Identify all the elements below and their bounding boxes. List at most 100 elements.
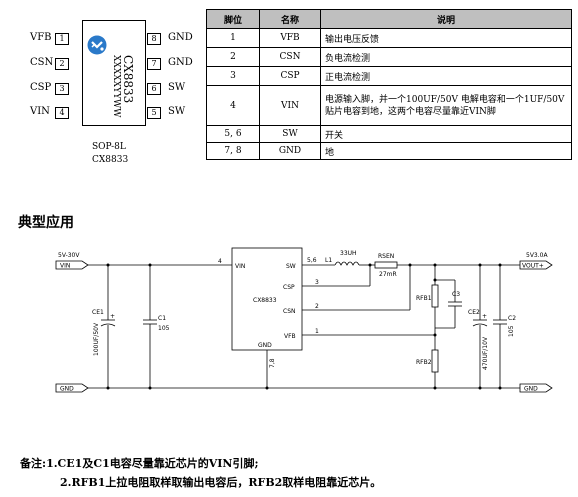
rsen-value: 27mR: [379, 271, 397, 278]
cell-desc: 电源输入脚，并一个100UF/50V 电解电容和一个1UF/50V贴片电容到地，…: [320, 85, 572, 126]
ce1-label: CE1: [92, 309, 104, 316]
ic-pin-vfb: VFB: [284, 333, 296, 340]
resistor-rfb1: [431, 284, 439, 308]
chip-mark-line2: XXXXXYYWW: [111, 55, 121, 118]
l1-label: L1: [325, 257, 332, 264]
cell-desc: 开关: [320, 125, 572, 143]
note-2: 2.RFB1上拉电阻取样取输出电容后，RFB2取样电阻靠近芯片。: [60, 476, 382, 489]
table-row: 7, 8 GND 地: [206, 142, 572, 160]
vin-range-label: 5V-30V: [58, 252, 80, 259]
c1-value: 105: [158, 325, 170, 332]
application-circuit: 5V-30V VIN GND 5V3.0A VOUT+ GND CE1 + 10…: [55, 247, 553, 393]
pin-label-vin: VIN: [30, 106, 50, 117]
cell-name: CSP: [259, 66, 321, 86]
ic-pin-num-1: 1: [315, 328, 319, 335]
l1-value: 33UH: [340, 250, 357, 257]
cell-pin: 3: [206, 66, 260, 86]
pin-table-header: 脚位 名称 说明: [206, 9, 572, 29]
chip-part: CX8833: [92, 155, 129, 165]
vout-port-label: VOUT+: [522, 263, 544, 270]
rfb2-label: RFB2: [416, 359, 432, 366]
cell-desc: 输出电压反馈: [320, 28, 572, 48]
ic-pin-num-78: 7,8: [269, 358, 276, 368]
ce2-plus: +: [482, 313, 487, 320]
ce2-label: CE2: [468, 309, 480, 316]
ic-pin-num-4: 4: [218, 258, 222, 265]
chip-logo-icon: [87, 35, 107, 55]
ic-pin-num-56: 5,6: [307, 257, 317, 264]
pin-num-4: 4: [55, 107, 69, 119]
gnd-right-label: GND: [524, 386, 538, 393]
pin-num-6: 6: [147, 83, 161, 95]
pin-label-csn: CSN: [30, 57, 54, 68]
pin-num-1: 1: [55, 33, 69, 45]
resistor-rfb2: [431, 349, 439, 373]
pin-num-8: 8: [147, 33, 161, 45]
ce1-value: 100UF/50V: [93, 322, 100, 356]
ic-pin-num-3: 3: [315, 279, 319, 286]
notes-label: 备注:: [20, 457, 47, 470]
pin-table: 脚位 名称 说明 1 VFB 输出电压反馈 2 CSN 负电流检测 3 CSP …: [206, 9, 572, 160]
c3-label: C3: [452, 291, 460, 298]
ce2-value: 470UF/10V: [482, 336, 489, 370]
chip-mark-line1: CX8833: [121, 55, 135, 104]
notes-line1: 备注:1.CE1及C1电容尽量靠近芯片的VIN引脚;: [20, 455, 259, 471]
ic-pin-gnd: GND: [258, 342, 272, 349]
rsen-label: RSEN: [378, 253, 394, 260]
pin-label-sw-6: SW: [168, 82, 186, 93]
pin-num-3: 3: [55, 83, 69, 95]
c2-value: 105: [508, 325, 515, 337]
header-desc: 说明: [320, 9, 572, 29]
resistor-rsen: [374, 261, 398, 269]
ic-pin-num-2: 2: [315, 303, 319, 310]
c1-label: C1: [158, 315, 166, 322]
pin-label-vfb: VFB: [30, 32, 52, 43]
vin-port-tag: [55, 260, 89, 270]
pin-label-gnd-7: GND: [168, 57, 193, 68]
cell-desc: 正电流检测: [320, 66, 572, 86]
cell-desc: 负电流检测: [320, 47, 572, 67]
table-row: 4 VIN 电源输入脚，并一个100UF/50V 电解电容和一个1UF/50V贴…: [206, 85, 572, 126]
vin-port-label: VIN: [60, 263, 70, 270]
pin-label-sw-5: SW: [168, 106, 186, 117]
table-row: 2 CSN 负电流检测: [206, 47, 572, 67]
c2-label: C2: [508, 315, 516, 322]
vout-spec-label: 5V3.0A: [526, 252, 548, 259]
cell-name: VFB: [259, 28, 321, 48]
ic-pin-csp: CSP: [283, 284, 295, 291]
cell-name: CSN: [259, 47, 321, 67]
rfb1-label: RFB1: [416, 295, 432, 302]
section-title: 典型应用: [18, 215, 74, 231]
header-name: 名称: [259, 9, 321, 29]
ic-pin-vin: VIN: [235, 263, 245, 270]
chip-pinout: CX8833 XXXXXYYWW VFB 1 CSN 2 CSP 3 VIN 4…: [0, 0, 205, 175]
ce1-plus: +: [110, 313, 115, 320]
gnd-left-port-tag: [55, 383, 89, 393]
ic-name: CX8833: [253, 297, 277, 304]
pin-label-gnd-8: GND: [168, 32, 193, 43]
cell-pin: 2: [206, 47, 260, 67]
pin-num-5: 5: [147, 107, 161, 119]
cell-pin: 5, 6: [206, 125, 260, 143]
pin-label-csp: CSP: [30, 82, 52, 93]
cell-pin: 7, 8: [206, 142, 260, 160]
inductor-l1: [334, 261, 360, 266]
ic-pin-csn: CSN: [283, 308, 296, 315]
vout-port-tag: [519, 260, 553, 270]
ic-pin-sw: SW: [286, 263, 296, 270]
chip-marking: CX8833 XXXXXYYWW: [104, 55, 135, 118]
gnd-left-label: GND: [60, 386, 74, 393]
table-row: 1 VFB 输出电压反馈: [206, 28, 572, 48]
cell-name: VIN: [259, 85, 321, 126]
cell-desc: 地: [320, 142, 572, 160]
note-1: 1.CE1及C1电容尽量靠近芯片的VIN引脚;: [46, 457, 259, 470]
pin-num-2: 2: [55, 58, 69, 70]
table-row: 5, 6 SW 开关: [206, 125, 572, 143]
cell-name: SW: [259, 125, 321, 143]
cell-pin: 1: [206, 28, 260, 48]
chip-package: SOP-8L: [92, 142, 126, 152]
cell-pin: 4: [206, 85, 260, 126]
table-row: 3 CSP 正电流检测: [206, 66, 572, 86]
pin-num-7: 7: [147, 58, 161, 70]
cell-name: GND: [259, 142, 321, 160]
